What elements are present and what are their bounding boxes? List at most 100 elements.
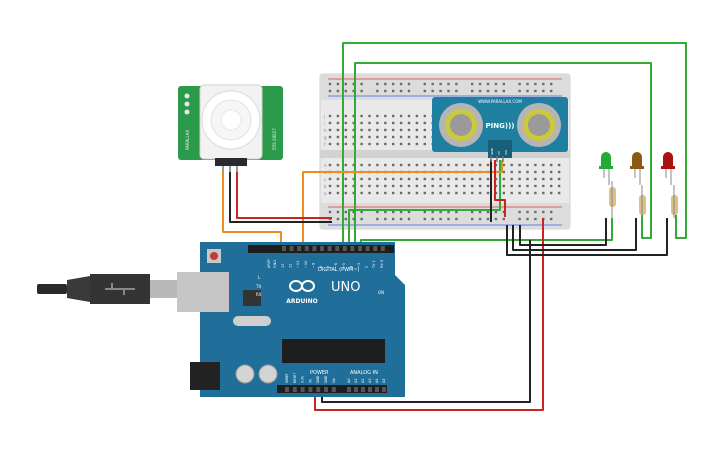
ping-pin-gnd: GND bbox=[490, 147, 494, 155]
digital-pin[interactable] bbox=[304, 246, 309, 251]
breadboard-hole bbox=[518, 170, 521, 174]
led-red[interactable] bbox=[661, 152, 675, 185]
power-label: POWER bbox=[310, 370, 329, 376]
breadboard-rail-hole bbox=[376, 89, 379, 93]
breadboard-hole bbox=[336, 128, 340, 132]
breadboard-hole bbox=[399, 114, 403, 118]
breadboard-hole bbox=[463, 191, 466, 195]
power-pin-label: GND bbox=[316, 375, 320, 383]
breadboard-hole bbox=[376, 163, 379, 167]
analog-pin[interactable] bbox=[347, 387, 351, 392]
breadboard-rail-hole bbox=[502, 217, 505, 221]
breadboard-hole bbox=[336, 135, 340, 139]
breadboard-hole bbox=[336, 121, 340, 125]
analog-pin[interactable] bbox=[354, 387, 358, 392]
digital-pin-label: ~3 bbox=[357, 263, 361, 268]
power-pin[interactable] bbox=[285, 387, 289, 392]
resistor-red[interactable] bbox=[671, 185, 678, 218]
breadboard-hole bbox=[518, 184, 521, 188]
breadboard-hole bbox=[455, 177, 458, 181]
breadboard-hole bbox=[502, 163, 505, 167]
breadboard-hole bbox=[542, 170, 545, 174]
arduino-uno[interactable]: ARDUINO UNO DIGITAL (PWM~) POWER ANALOG … bbox=[177, 242, 405, 397]
digital-pin[interactable] bbox=[289, 246, 294, 251]
resistor-yellow[interactable] bbox=[639, 185, 646, 218]
breadboard-hole bbox=[376, 142, 379, 146]
power-pin[interactable] bbox=[316, 387, 321, 392]
breadboard-rail-hole bbox=[471, 89, 474, 93]
power-pin[interactable] bbox=[331, 387, 336, 392]
digital-pin[interactable] bbox=[373, 246, 378, 251]
breadboard-rail-hole bbox=[486, 89, 490, 93]
breadboard-hole bbox=[478, 191, 482, 195]
breadboard-hole bbox=[478, 184, 482, 188]
led-yellow[interactable] bbox=[630, 152, 644, 185]
breadboard-hole bbox=[518, 163, 521, 167]
digital-pin[interactable] bbox=[297, 246, 302, 251]
breadboard-hole bbox=[360, 142, 363, 146]
breadboard-hole bbox=[463, 177, 466, 181]
breadboard-rail-hole bbox=[494, 210, 498, 214]
analog-pin[interactable] bbox=[368, 387, 372, 392]
digital-pin-label: 7 bbox=[327, 266, 331, 268]
breadboard-hole bbox=[423, 184, 426, 188]
breadboard-hole bbox=[542, 191, 545, 195]
analog-pin[interactable] bbox=[361, 387, 365, 392]
arduino-brand: UNO bbox=[331, 280, 360, 295]
breadboard-hole bbox=[384, 135, 387, 139]
breadboard-rail-hole bbox=[407, 89, 411, 93]
digital-pin[interactable] bbox=[380, 246, 385, 251]
breadboard-hole bbox=[415, 142, 419, 146]
breadboard-hole bbox=[336, 191, 340, 195]
breadboard-rail-hole bbox=[478, 217, 482, 221]
led-green[interactable] bbox=[599, 152, 613, 185]
breadboard-rail-hole bbox=[518, 210, 521, 214]
breadboard-hole bbox=[439, 184, 442, 188]
pir-sensor[interactable]: PARALLAX 555-28027 bbox=[178, 84, 283, 172]
breadboard-hole bbox=[455, 184, 458, 188]
power-pin[interactable] bbox=[300, 387, 305, 392]
breadboard-hole bbox=[336, 163, 340, 167]
power-pin-label: IOREF bbox=[285, 373, 289, 383]
breadboard-hole bbox=[328, 142, 332, 146]
digital-pin[interactable] bbox=[282, 246, 286, 251]
digital-pin[interactable] bbox=[358, 246, 362, 251]
power-pin[interactable] bbox=[324, 387, 328, 392]
digital-pin[interactable] bbox=[342, 246, 347, 251]
power-pin[interactable] bbox=[292, 387, 297, 392]
digital-pin[interactable] bbox=[335, 246, 340, 251]
ping-sensor[interactable]: WWW.PARALLAX.COM PING))) GND 5V SIG bbox=[432, 97, 568, 162]
breadboard-rail-hole bbox=[542, 89, 545, 93]
breadboard-hole bbox=[344, 177, 347, 181]
analog-pin[interactable] bbox=[382, 387, 386, 392]
digital-pin[interactable] bbox=[320, 246, 324, 251]
breadboard-hole bbox=[526, 184, 529, 188]
breadboard-rail-hole bbox=[534, 89, 537, 93]
breadboard-rail-hole bbox=[471, 217, 474, 221]
breadboard-hole bbox=[518, 191, 521, 195]
wire-red-ping bbox=[494, 160, 506, 217]
breadboard-hole bbox=[384, 114, 387, 118]
breadboard-hole bbox=[336, 177, 340, 181]
pir-right-label: 555-28027 bbox=[272, 128, 277, 150]
digital-pin[interactable] bbox=[312, 246, 317, 251]
digital-pin[interactable] bbox=[365, 246, 370, 251]
breadboard-hole bbox=[328, 135, 332, 139]
resistor-green[interactable] bbox=[609, 181, 616, 218]
analog-pin[interactable] bbox=[375, 387, 379, 392]
breadboard-hole bbox=[431, 191, 434, 195]
breadboard-hole bbox=[368, 114, 371, 118]
power-pin-label: 3.3V bbox=[301, 375, 305, 383]
breadboard-hole bbox=[399, 177, 403, 181]
power-pin[interactable] bbox=[308, 387, 313, 392]
breadboard-rail-hole bbox=[360, 82, 363, 86]
wire-black-led-1 bbox=[519, 218, 607, 246]
digital-pin[interactable] bbox=[327, 246, 332, 251]
breadboard-hole bbox=[510, 163, 513, 167]
analog-pin-label: A2 bbox=[361, 378, 365, 383]
digital-pin[interactable] bbox=[350, 246, 355, 251]
breadboard-rail-hole bbox=[392, 82, 395, 86]
breadboard-hole bbox=[526, 191, 529, 195]
wire-green-ping bbox=[348, 160, 501, 245]
